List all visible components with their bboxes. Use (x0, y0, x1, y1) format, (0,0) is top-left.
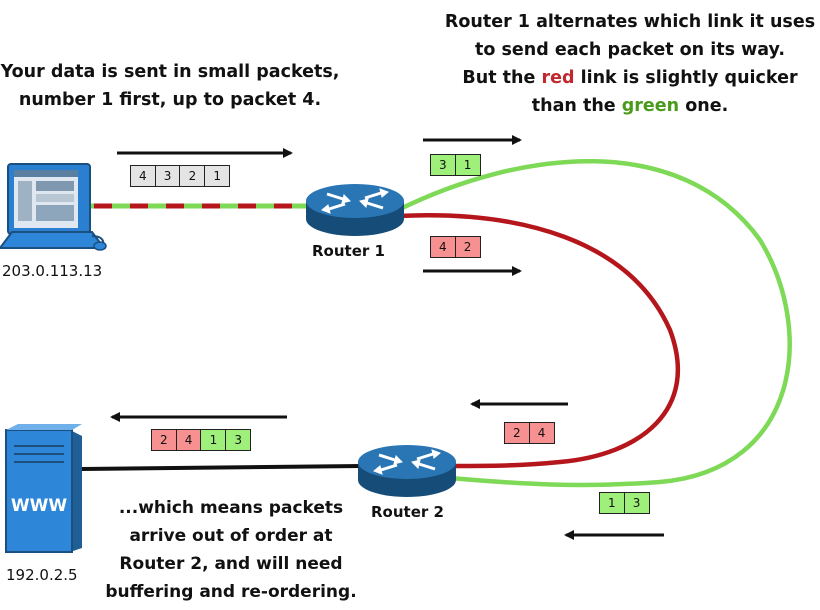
caption-right-line1: Router 1 alternates which link it uses (444, 12, 816, 32)
caption-right-line3: But the red link is slightly quicker (440, 64, 820, 92)
caption-red-word: red (541, 68, 575, 88)
packet: 4 (528, 422, 555, 444)
packets-green-return: 1 3 (598, 492, 650, 514)
packet: 1 (200, 429, 227, 451)
packet: 2 (503, 422, 530, 444)
computer-icon (0, 163, 107, 251)
router1-label: Router 1 (312, 242, 385, 260)
server-link (81, 464, 363, 471)
caption-left: Your data is sent in small packets, numb… (0, 58, 340, 114)
caption-bottom-line3: Router 2, and will need (119, 554, 343, 574)
packets-red-return: 2 4 (503, 422, 555, 444)
packet: 1 (598, 492, 625, 514)
server-icon: WWW (5, 424, 82, 553)
caption-right-line4: than the green one. (440, 92, 820, 120)
caption-green-word: green (621, 96, 680, 116)
caption-right: Router 1 alternates which link it uses t… (440, 8, 820, 120)
caption-bottom-line2: arrive out of order at (129, 526, 333, 546)
caption-bottom: ...which means packets arrive out of ord… (96, 494, 366, 606)
caption-right-line3-post: link is slightly quicker (574, 68, 798, 88)
packet: 2 (454, 236, 481, 258)
caption-bottom-line1: ...which means packets (118, 498, 344, 518)
caption-right-line4-post: one. (679, 96, 729, 116)
packet: 3 (225, 429, 252, 451)
packet: 4 (129, 165, 156, 187)
green-link (397, 158, 792, 488)
server-ip-label: 192.0.2.5 (6, 566, 78, 584)
caption-left-line1: Your data is sent in small packets, (0, 62, 340, 82)
packets-destination: 2 4 1 3 (150, 429, 252, 451)
packet: 4 (175, 429, 202, 451)
packets-red-outbound: 4 2 (429, 236, 481, 258)
packet: 3 (154, 165, 181, 187)
packet: 2 (150, 429, 177, 451)
packets-green-outbound: 3 1 (429, 154, 481, 176)
caption-right-line2: to send each packet on its way. (475, 40, 785, 60)
packet: 3 (623, 492, 650, 514)
caption-right-line4-pre: than the (531, 96, 622, 116)
packet: 4 (429, 236, 456, 258)
router2-label: Router 2 (371, 503, 444, 521)
packet: 1 (454, 154, 481, 176)
server-www-text: WWW (11, 496, 68, 516)
caption-right-line3-pre: But the (462, 68, 542, 88)
packets-source: 4 3 2 1 (129, 165, 231, 187)
caption-left-line2: number 1 first, up to packet 4. (18, 90, 322, 110)
packet: 2 (179, 165, 206, 187)
red-link (397, 213, 681, 469)
source-ip-label: 203.0.113.13 (2, 262, 103, 280)
packet: 3 (429, 154, 456, 176)
caption-bottom-line4: buffering and re-ordering. (105, 582, 357, 602)
packet: 1 (204, 165, 231, 187)
router1-icon (306, 184, 404, 236)
router2-icon (358, 445, 456, 497)
